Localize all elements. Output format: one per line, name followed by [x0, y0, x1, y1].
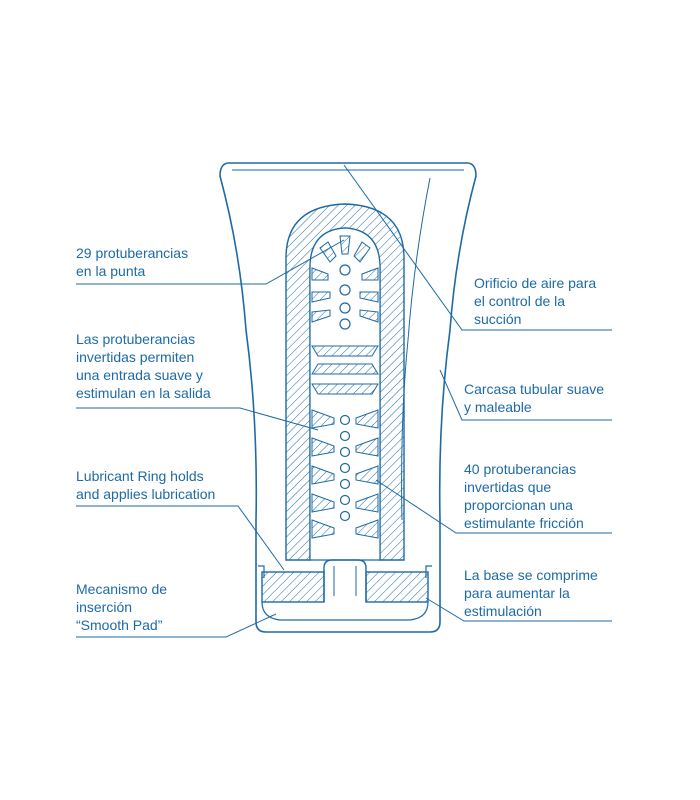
label-line: Las protuberancias — [76, 330, 211, 348]
label-line: inserción — [76, 598, 167, 616]
label-line: 29 protuberancias — [76, 244, 188, 262]
label-line: and applies lubrication — [76, 485, 215, 503]
label-line: “Smooth Pad” — [76, 616, 167, 634]
label-line: Mecanismo de — [76, 580, 167, 598]
label-line: succión — [474, 310, 596, 328]
label-line: para aumentar la — [464, 584, 598, 602]
base-smooth-pad — [258, 560, 432, 620]
label-line: invertidas permiten — [76, 348, 211, 366]
inverted-ribs — [312, 346, 378, 394]
label-line: estimulan en la salida — [76, 384, 211, 402]
label-line: 40 protuberancias — [464, 460, 584, 478]
label-smooth-pad: Mecanismo de inserción “Smooth Pad” — [76, 580, 167, 634]
case-inner-line — [402, 178, 430, 520]
label-inverted-40: 40 protuberancias invertidas que proporc… — [464, 460, 584, 532]
label-line: La base se comprime — [464, 566, 598, 584]
label-line: en la punta — [76, 262, 188, 280]
label-line: proporcionan una — [464, 496, 584, 514]
label-line: Lubricant Ring holds — [76, 467, 215, 485]
label-line: y maleable — [464, 398, 604, 416]
label-line: estimulación — [464, 602, 598, 620]
label-line: Orificio de aire para — [474, 274, 596, 292]
label-air-hole: Orificio de aire para el control de la s… — [474, 274, 596, 328]
label-line: Carcasa tubular suave — [464, 380, 604, 398]
label-tip-nubs: 29 protuberancias en la punta — [76, 244, 188, 280]
label-base: La base se comprime para aumentar la est… — [464, 566, 598, 620]
label-line: invertidas que — [464, 478, 584, 496]
label-line: una entrada suave y — [76, 366, 211, 384]
label-line: el control de la — [474, 292, 596, 310]
label-lubricant-ring: Lubricant Ring holds and applies lubrica… — [76, 467, 215, 503]
label-soft-case: Carcasa tubular suave y maleable — [464, 380, 604, 416]
label-line: estimulante fricción — [464, 514, 584, 532]
label-inverted-nubs: Las protuberancias invertidas permiten u… — [76, 330, 211, 402]
